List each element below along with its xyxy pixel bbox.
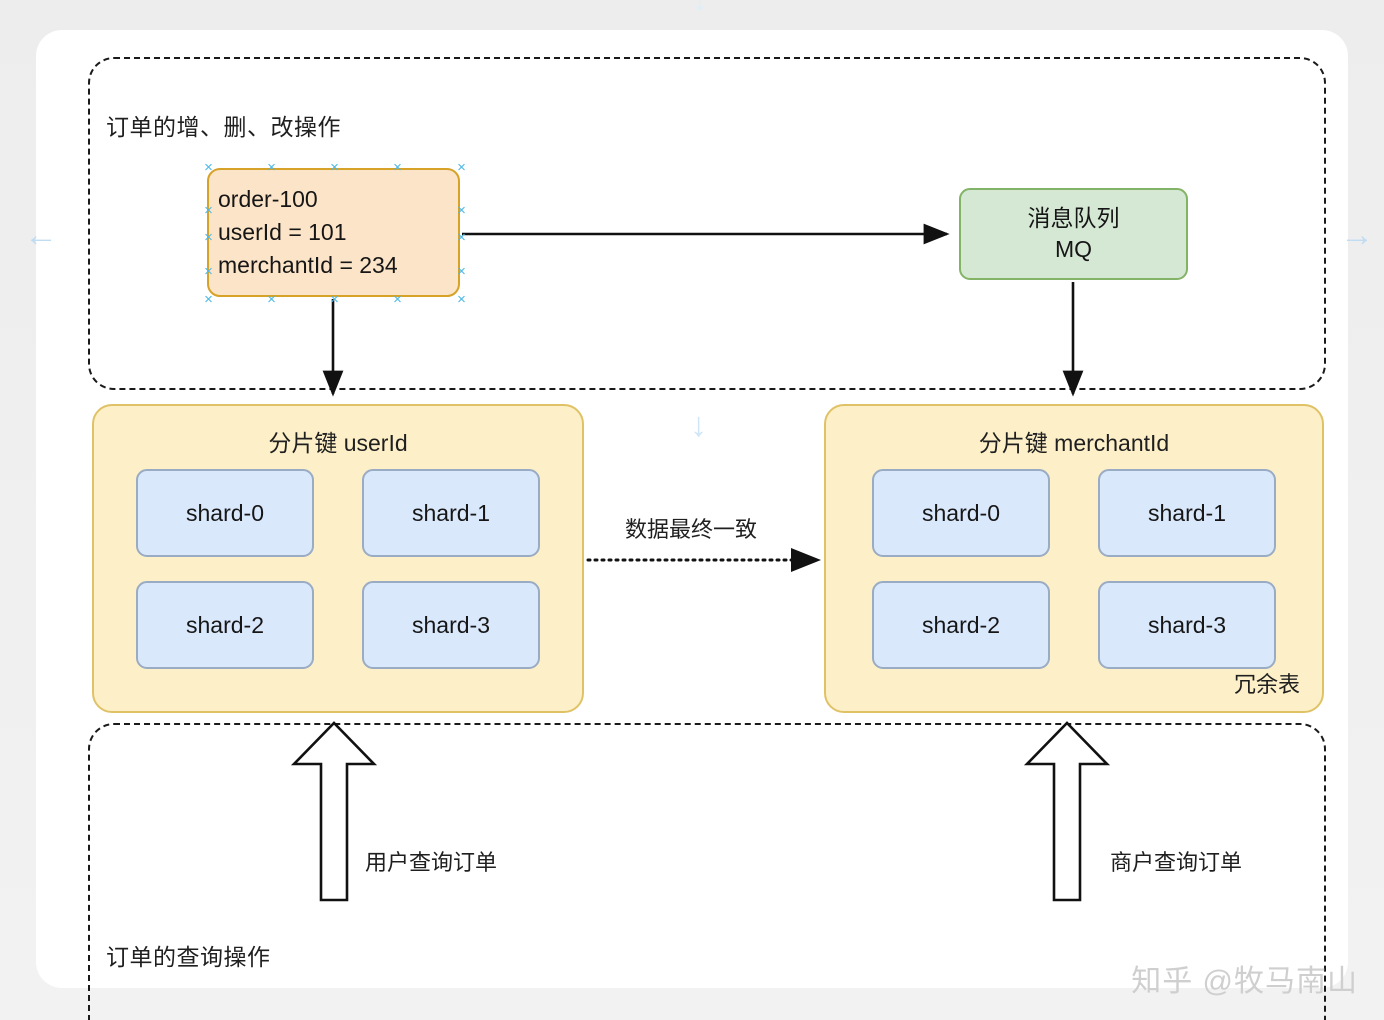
container-merchant-note: 冗余表 bbox=[1233, 672, 1300, 697]
watermark: 知乎 @牧马南山 bbox=[1131, 965, 1358, 998]
group-read-operations bbox=[88, 723, 1326, 1020]
selection-handle-ne[interactable] bbox=[456, 162, 467, 173]
shard-box[interactable]: shard-3 bbox=[1098, 581, 1276, 669]
shard-box[interactable]: shard-1 bbox=[1098, 469, 1276, 557]
container-user-title: 分片键 userId bbox=[268, 430, 408, 456]
hint-right-arrow-icon[interactable]: → bbox=[1340, 216, 1374, 254]
group-read-label: 订单的查询操作 bbox=[106, 944, 271, 970]
container-shard-key-merchantid[interactable]: 分片键 merchantId shard-0 shard-1 shard-2 s… bbox=[824, 404, 1324, 713]
container-merchant-title: 分片键 merchantId bbox=[978, 430, 1170, 456]
shard-box[interactable]: shard-1 bbox=[362, 469, 540, 557]
selection-handle-sw[interactable] bbox=[203, 294, 214, 305]
node-message-queue[interactable]: 消息队列 MQ bbox=[959, 188, 1188, 280]
mq-subtitle-text: MQ bbox=[1054, 236, 1093, 262]
shard-box[interactable]: shard-0 bbox=[872, 469, 1050, 557]
selection-handle-e[interactable] bbox=[456, 232, 467, 243]
selection-handle-s1[interactable] bbox=[266, 294, 277, 305]
order-userid-text: userId = 101 bbox=[218, 219, 347, 245]
selection-handle-w1[interactable] bbox=[203, 205, 214, 216]
selection-handle-e1[interactable] bbox=[456, 205, 467, 216]
selection-handle-w[interactable] bbox=[203, 232, 214, 243]
hint-top-arrow-icon: ↓ bbox=[692, 0, 707, 17]
mq-title-text: 消息队列 bbox=[1027, 205, 1120, 231]
selection-handle-n1[interactable] bbox=[266, 162, 277, 173]
shard-box[interactable]: shard-0 bbox=[136, 469, 314, 557]
shard-box[interactable]: shard-2 bbox=[136, 581, 314, 669]
node-order[interactable]: order-100 userId = 101 merchantId = 234 bbox=[207, 168, 460, 297]
group-write-label: 订单的增、删、改操作 bbox=[106, 114, 341, 140]
edge-label-user-query: 用户查询订单 bbox=[365, 850, 498, 875]
order-id-text: order-100 bbox=[218, 186, 318, 212]
container-shard-key-userid[interactable]: 分片键 userId shard-0 shard-1 shard-2 shard… bbox=[92, 404, 584, 713]
shard-grid-user: shard-0 shard-1 shard-2 shard-3 bbox=[94, 469, 582, 669]
selection-handle-w2[interactable] bbox=[203, 266, 214, 277]
shard-box[interactable]: shard-2 bbox=[872, 581, 1050, 669]
selection-handle-se[interactable] bbox=[456, 294, 467, 305]
edge-label-merchant-query: 商户查询订单 bbox=[1110, 850, 1243, 875]
shard-box[interactable]: shard-3 bbox=[362, 581, 540, 669]
selection-handle-n2[interactable] bbox=[392, 162, 403, 173]
edge-label-eventual-consistency: 数据最终一致 bbox=[625, 517, 758, 542]
shard-grid-merchant: shard-0 shard-1 shard-2 shard-3 bbox=[826, 469, 1322, 669]
selection-handle-n[interactable] bbox=[329, 162, 340, 173]
hint-center-down-arrow-icon: ↓ bbox=[690, 406, 707, 444]
hint-left-arrow-icon[interactable]: ← bbox=[24, 216, 58, 254]
selection-handle-s[interactable] bbox=[329, 294, 340, 305]
selection-handle-e2[interactable] bbox=[456, 266, 467, 277]
selection-handle-s2[interactable] bbox=[392, 294, 403, 305]
group-write-operations bbox=[88, 57, 1326, 390]
order-merchantid-text: merchantId = 234 bbox=[218, 252, 398, 278]
selection-handle-nw[interactable] bbox=[203, 162, 214, 173]
